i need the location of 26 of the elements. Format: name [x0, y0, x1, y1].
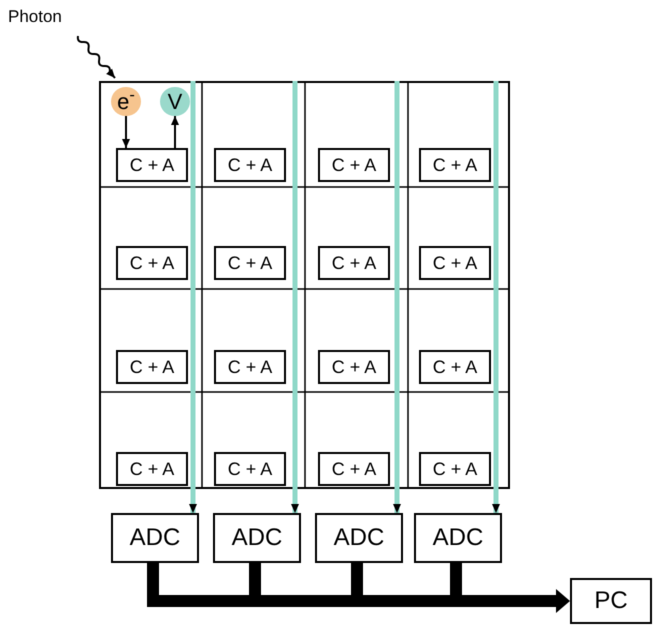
adc-box: ADC — [213, 513, 301, 563]
pixel-circuit-box: C + A — [214, 350, 286, 384]
pixel-circuit-box: C + A — [318, 350, 390, 384]
pixel-circuit-box: C + A — [419, 452, 491, 486]
pixel-circuit-box: C + A — [318, 246, 390, 280]
pixel-circuit-box: C + A — [419, 148, 491, 182]
pixel-circuit-box: C + A — [116, 246, 188, 280]
voltage-label: V — [160, 87, 190, 116]
pixel-array — [99, 81, 510, 489]
adc-box: ADC — [315, 513, 403, 563]
pixel-circuit-box: C + A — [419, 350, 491, 384]
pixel-circuit-box: C + A — [214, 246, 286, 280]
pixel-circuit-box: C + A — [116, 148, 188, 182]
pixel-circuit-box: C + A — [318, 452, 390, 486]
pixel-circuit-box: C + A — [214, 148, 286, 182]
bus-arrow — [147, 589, 570, 613]
photon-label: Photon — [8, 4, 80, 30]
electron-label: e$^{-}$ — [111, 87, 141, 116]
adc-box: ADC — [414, 513, 502, 563]
pixel-circuit-box: C + A — [214, 452, 286, 486]
pixel-circuit-box: C + A — [318, 148, 390, 182]
pixel-circuit-box: C + A — [116, 350, 188, 384]
pixel-circuit-box: C + A — [419, 246, 491, 280]
pc-box: PC — [570, 578, 652, 624]
adc-box: ADC — [111, 513, 199, 563]
pixel-circuit-box: C + A — [116, 452, 188, 486]
